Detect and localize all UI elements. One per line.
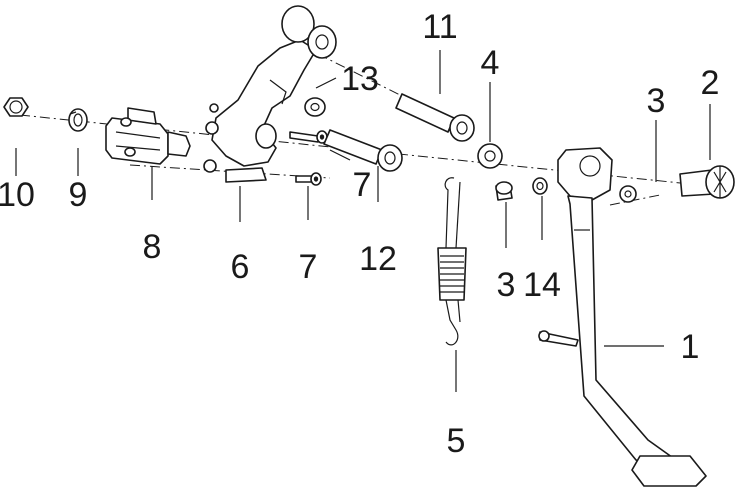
callout-4: 4 [481, 44, 500, 82]
part-5-return-spring [437, 177, 467, 346]
callout-9: 9 [69, 176, 88, 214]
callout-12: 12 [359, 240, 397, 278]
callout-14: 14 [523, 266, 561, 304]
callout-7-upper: 7 [353, 166, 372, 204]
callout-labels: 10 9 8 6 7 7 12 13 11 4 3 14 5 1 3 2 [0, 8, 719, 460]
callout-1: 1 [681, 328, 700, 366]
part-11-pivot-bolt [395, 93, 475, 142]
part-14-washer [532, 177, 548, 195]
part-1-side-stand [538, 147, 707, 487]
part-7-bolt-lower [295, 172, 322, 186]
callout-6: 6 [231, 248, 250, 286]
callout-5: 5 [447, 422, 466, 460]
part-2-pivot-bolt [679, 165, 735, 199]
part-10-hex-nut [3, 97, 29, 117]
part-12-bolt [323, 129, 403, 172]
part-7-bolt-upper [289, 130, 328, 144]
callout-8: 8 [143, 228, 162, 266]
part-4-washer [477, 143, 503, 169]
part-8-side-stand-switch [105, 107, 191, 165]
callout-3-left: 3 [497, 266, 516, 304]
part-6-mounting-bracket [203, 5, 337, 183]
callout-3-right: 3 [647, 82, 666, 120]
callout-10: 10 [0, 176, 35, 214]
leader-lines [15, 50, 711, 392]
callout-13: 13 [341, 60, 379, 98]
callout-2: 2 [701, 64, 720, 102]
part-13-washer [304, 97, 326, 117]
part-3-bushing-left [495, 181, 513, 201]
part-9-spring-washer [68, 108, 88, 132]
part-3-bushing-right [619, 185, 637, 203]
callout-11: 11 [422, 8, 457, 46]
callout-7-lower: 7 [299, 248, 318, 286]
